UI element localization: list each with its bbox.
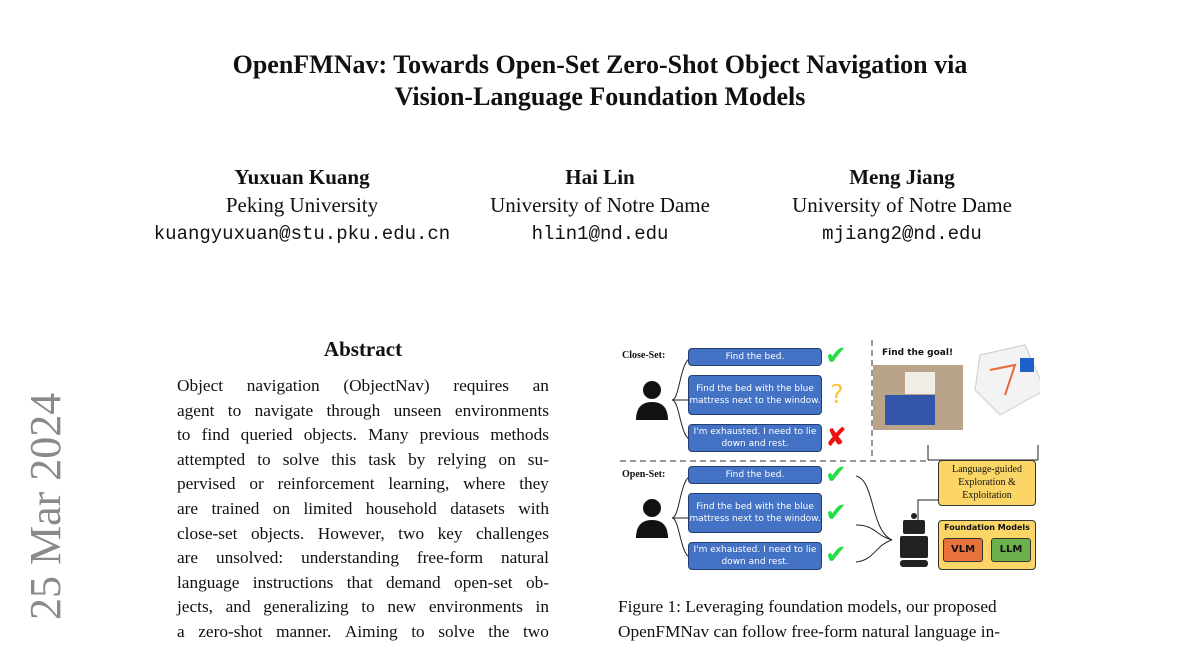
instruction-bubble: I'm exhausted. I need to lie down and re…: [688, 424, 822, 452]
author-affiliation: University of Notre Dame: [792, 193, 1012, 217]
paper-title-line2: Vision-Language Foundation Models: [394, 82, 806, 111]
author-email: kuangyuxuan@stu.pku.edu.cn: [153, 223, 451, 245]
check-icon: ✔: [825, 498, 847, 528]
author-3: Meng Jiang University of Notre Dame mjia…: [742, 163, 1062, 249]
open-set-label: Open-Set:: [622, 469, 666, 480]
check-icon: ✔: [825, 540, 847, 570]
person-icon-bottom: [636, 499, 668, 538]
author-name: Hai Lin: [565, 165, 635, 189]
check-icon: ✔: [825, 341, 847, 371]
map-image: [974, 344, 1040, 416]
foundation-models-label: Foundation Models: [944, 523, 1030, 532]
robot-icon: [900, 513, 928, 567]
author-2: Hai Lin University of Notre Dame hlin1@n…: [440, 163, 760, 249]
author-affiliation: University of Notre Dame: [490, 193, 710, 217]
person-icon-top: [636, 381, 668, 420]
figure-1: Close-Set: Open-Set: Find the bed. Find …: [620, 340, 1040, 575]
author-name: Yuxuan Kuang: [234, 165, 370, 189]
instruction-bubble: Find the bed with the blue mattress next…: [688, 493, 822, 533]
exploration-box: Language-guided Exploration & Exploitati…: [938, 460, 1036, 506]
arxiv-date-stamp: 25 Mar 2024: [21, 392, 70, 620]
foundation-models-box: Foundation Models VLM LLM: [938, 520, 1036, 570]
author-1: Yuxuan Kuang Peking University kuangyuxu…: [142, 163, 462, 249]
author-email: hlin1@nd.edu: [531, 223, 669, 245]
llm-box: LLM: [991, 538, 1031, 562]
instruction-bubble: Find the bed.: [688, 466, 822, 484]
cross-icon: ✘: [825, 423, 847, 453]
caption-line: Figure 1: Leveraging foundation models, …: [618, 597, 997, 616]
abstract-heading: Abstract: [323, 337, 403, 361]
caption-line: OpenFMNav can follow free-form natural l…: [618, 622, 1000, 641]
author-email: mjiang2@nd.edu: [822, 223, 982, 245]
question-icon: ?: [830, 380, 844, 410]
check-icon: ✔: [825, 460, 847, 490]
instruction-bubble: I'm exhausted. I need to lie down and re…: [688, 542, 822, 570]
author-affiliation: Peking University: [225, 193, 379, 217]
author-name: Meng Jiang: [849, 165, 955, 189]
figure-caption: Figure 1: Leveraging foundation models, …: [618, 594, 1060, 644]
figure-connectors: [620, 340, 1040, 567]
instruction-bubble: Find the bed.: [688, 348, 822, 366]
goal-label: Find the goal!: [882, 348, 954, 358]
instruction-bubble: Find the bed with the blue mattress next…: [688, 375, 822, 415]
paper-title-line1: OpenFMNav: Towards Open-Set Zero-Shot Ob…: [232, 50, 968, 79]
vlm-box: VLM: [943, 538, 983, 562]
close-set-label: Close-Set:: [622, 350, 666, 361]
